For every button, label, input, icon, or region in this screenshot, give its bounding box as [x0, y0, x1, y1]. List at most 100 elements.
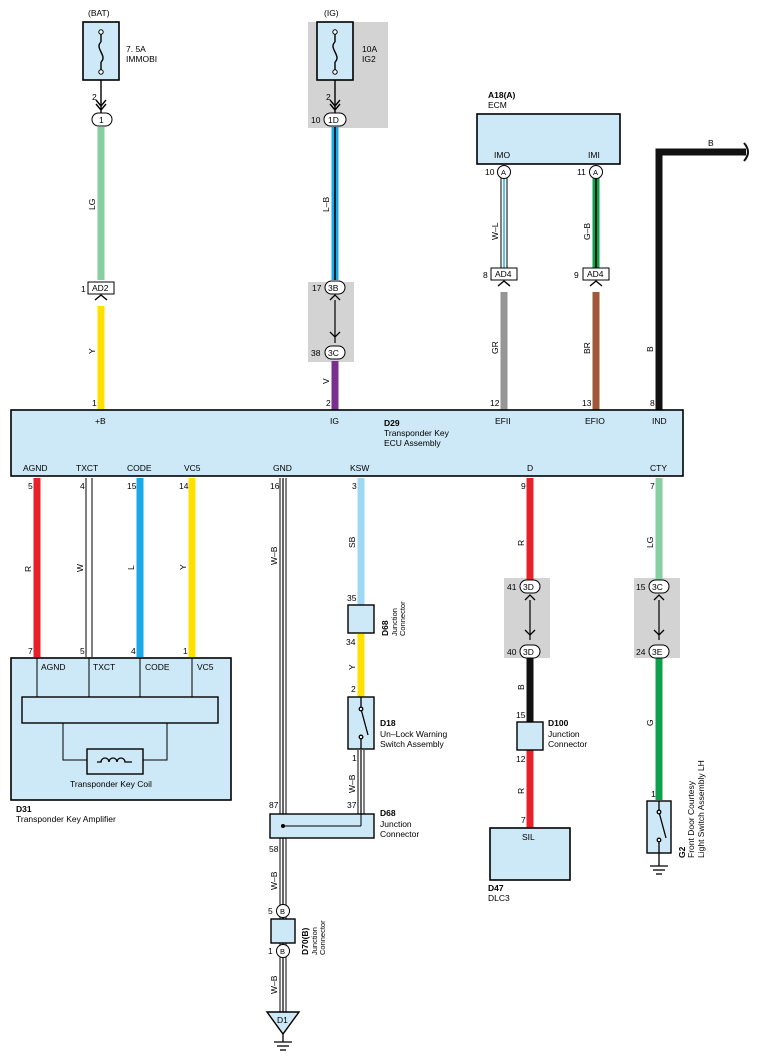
- ad2-arrows: [94, 294, 108, 301]
- wire-label-lg2: LG: [645, 537, 655, 548]
- d18-code: D18: [380, 718, 396, 728]
- jc-3e-oval: [648, 644, 670, 659]
- d29-term-efio: EFIO: [585, 416, 605, 426]
- d29-term-ksw: KSW: [350, 463, 369, 473]
- ecm-conn-a-imo-label: A: [501, 168, 506, 177]
- d100-pin-bottom: 12: [516, 754, 526, 764]
- d70-conn-bottom-label: B: [280, 947, 285, 956]
- jc-3d-bottom-arrows: [524, 629, 536, 636]
- jc-3b-oval: [324, 280, 346, 295]
- d100-name1: Junction: [548, 729, 580, 739]
- d29-term-d: D: [527, 463, 533, 473]
- jc-3d-bottom-oval: [519, 644, 541, 659]
- ecm-conn-a-imi: [589, 165, 603, 179]
- d68l-pin-left: 87: [269, 800, 279, 810]
- ad4-left-pin: 8: [483, 270, 488, 280]
- wire-label-r1: R: [23, 566, 33, 572]
- wire-label-wb4: W–B: [269, 975, 279, 994]
- ecm-name: ECM: [488, 100, 507, 110]
- g2-name2: Light Switch Assembly LH: [696, 760, 706, 858]
- jc-3c-cty-pin: 15: [636, 582, 646, 592]
- d31-pin-code: 4: [131, 646, 136, 656]
- d29-term-vc5: VC5: [184, 463, 201, 473]
- ecm-pin-imi: 11: [577, 167, 586, 177]
- d68l-code: D68: [380, 808, 396, 818]
- d29-pin-gnd: 16: [270, 481, 280, 491]
- wire-label-b-top: B: [708, 138, 714, 148]
- ad4-left-label: AD4: [495, 269, 512, 279]
- ad4-right-box: [582, 267, 610, 281]
- conn-1d-oval: [323, 112, 347, 127]
- g2-ground-icon: [650, 865, 668, 875]
- jc-3c-oval: [324, 345, 346, 360]
- wire-label-b2: B: [516, 684, 526, 690]
- wire-label-wb3: W–B: [269, 871, 279, 890]
- wire-label-b-ind: B: [645, 346, 655, 352]
- d31-term-agnd: AGND: [41, 662, 66, 672]
- ad4-right-arrows: [589, 280, 603, 287]
- d18-name2: Switch Assembly: [380, 739, 445, 749]
- jc-3c-pin: 38: [311, 348, 321, 358]
- d29-code: D29: [384, 418, 400, 428]
- d68u-code: D68: [380, 620, 390, 636]
- jc-3c-arrows: [329, 331, 341, 338]
- d70-box: [270, 918, 296, 944]
- d29-pin-efii: 12: [490, 398, 500, 408]
- d100-pin-top: 15: [516, 710, 526, 720]
- jc-3d-bottom-label: 3D: [523, 647, 534, 657]
- d68u-name1: Junction: [390, 608, 399, 636]
- jc-3c-cty-arrows: [653, 594, 665, 601]
- wire-label-y2: Y: [178, 564, 188, 570]
- d18-pin-top: 2: [351, 684, 356, 694]
- jc-3d-top-oval: [519, 579, 541, 594]
- d47-box: [489, 827, 571, 881]
- d70-name1: Junction: [310, 927, 319, 955]
- wire-label-wl: W–L: [490, 222, 500, 240]
- d31-term-code: CODE: [145, 662, 170, 672]
- ad2-box: [87, 281, 115, 295]
- ecm-term-imi: IMI: [588, 150, 600, 160]
- d29-term-agnd: AGND: [23, 463, 48, 473]
- d29-term-txct: TXCT: [76, 463, 98, 473]
- fuse-immobi-name: IMMOBI: [126, 54, 157, 64]
- wire-label-v: V: [321, 378, 331, 384]
- d47-term: SIL: [522, 832, 535, 842]
- d47-pin: 7: [521, 815, 526, 825]
- wire-label-lb: L–B: [321, 197, 331, 212]
- jc-3c-cty-oval: [648, 579, 670, 594]
- ecm-box: [476, 113, 621, 165]
- fuse-ig2-name: IG2: [362, 54, 376, 64]
- fuse-immobi: [82, 21, 120, 114]
- d68l-node: [281, 824, 285, 828]
- d70-conn-bottom: [276, 944, 290, 958]
- d68u-box: [347, 604, 375, 634]
- ad4-left-box: [490, 267, 518, 281]
- wire-label-gb: G–B: [582, 223, 592, 240]
- wire-b-break: [743, 142, 749, 162]
- ad4-right-pin: 9: [574, 270, 579, 280]
- ecm-conn-a-imi-label: A: [593, 168, 598, 177]
- ground-icon: [274, 1034, 292, 1051]
- d29-pin-ind: 8: [650, 398, 655, 408]
- d18-name1: Un–Lock Warning: [380, 729, 448, 739]
- jc-3d-top-arrows: [524, 594, 536, 601]
- fuse-immobi-rating: 7. 5A: [126, 44, 146, 54]
- d29-name2: ECU Assembly: [384, 438, 441, 448]
- d31-code: D31: [16, 804, 32, 814]
- d29-pin-cty: 7: [650, 481, 655, 491]
- fuse-ig2-source: (IG): [324, 8, 339, 18]
- d29-box: [10, 409, 684, 477]
- conn-1-oval: [91, 112, 113, 127]
- conn-1d-pin: 10: [311, 115, 321, 125]
- d31-module-bar: [21, 696, 219, 724]
- wire-label-wb2: W–B: [347, 774, 357, 793]
- d70-code: D70(B): [300, 927, 310, 955]
- d31-box: [10, 657, 232, 801]
- conn-1-label: 1: [99, 115, 104, 125]
- conn-1d-label: 1D: [328, 115, 339, 125]
- d68l-name1: Junction: [380, 819, 412, 829]
- d70-pin-bottom: 1: [268, 946, 273, 956]
- ad2-pin: 1: [81, 284, 86, 294]
- ad2-label: AD2: [92, 283, 109, 293]
